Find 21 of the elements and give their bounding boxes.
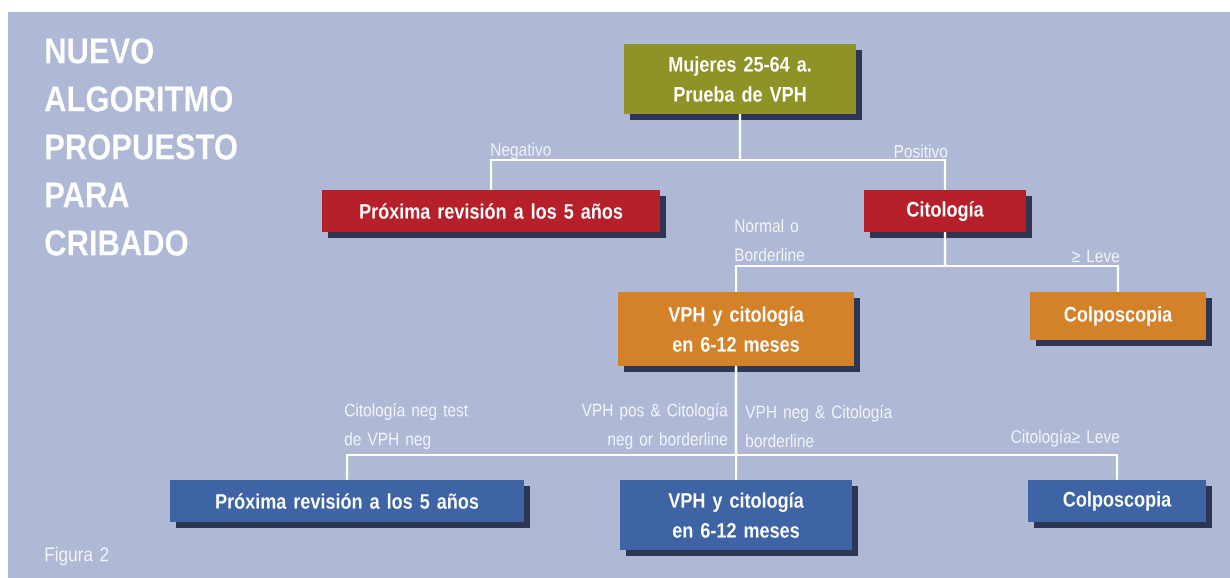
- connector-line: [734, 366, 1119, 480]
- edge-label: Normal o Borderline: [735, 218, 805, 262]
- process-box: VPH y citología en 6-12 meses: [620, 480, 858, 556]
- title: NUEVO ALGORITMO PROPUESTO PARA CRIBADO: [44, 38, 237, 256]
- process-box: VPH y citología en 6-12 meses: [618, 292, 860, 372]
- connector-line: [738, 114, 947, 190]
- process-box: Citología: [864, 190, 1032, 238]
- branch-label: VPH neg & Citología borderline: [745, 404, 893, 448]
- edge-label: Negativo: [491, 142, 551, 160]
- process-box: Mujeres 25-64 a. Prueba de VPH: [624, 44, 862, 120]
- edge-label: VPH pos & Citología neg or borderline: [581, 403, 728, 449]
- edge-label: ≥ Leve: [1072, 249, 1120, 263]
- process-box: Colposcopia: [1028, 480, 1212, 528]
- process-box: Próxima revisión a los 5 años: [170, 480, 530, 528]
- process-box: Próxima revisión a los 5 años: [322, 190, 666, 238]
- edge-label: Positivo: [894, 144, 948, 158]
- process-box: Colposcopia: [1030, 292, 1212, 346]
- edge-label: Citología≥ Leve: [1011, 429, 1120, 447]
- figure-number: Figura 2: [45, 546, 109, 566]
- edge-label: Citología neg test de VPH neg: [344, 403, 468, 449]
- connector-line: [943, 232, 1120, 292]
